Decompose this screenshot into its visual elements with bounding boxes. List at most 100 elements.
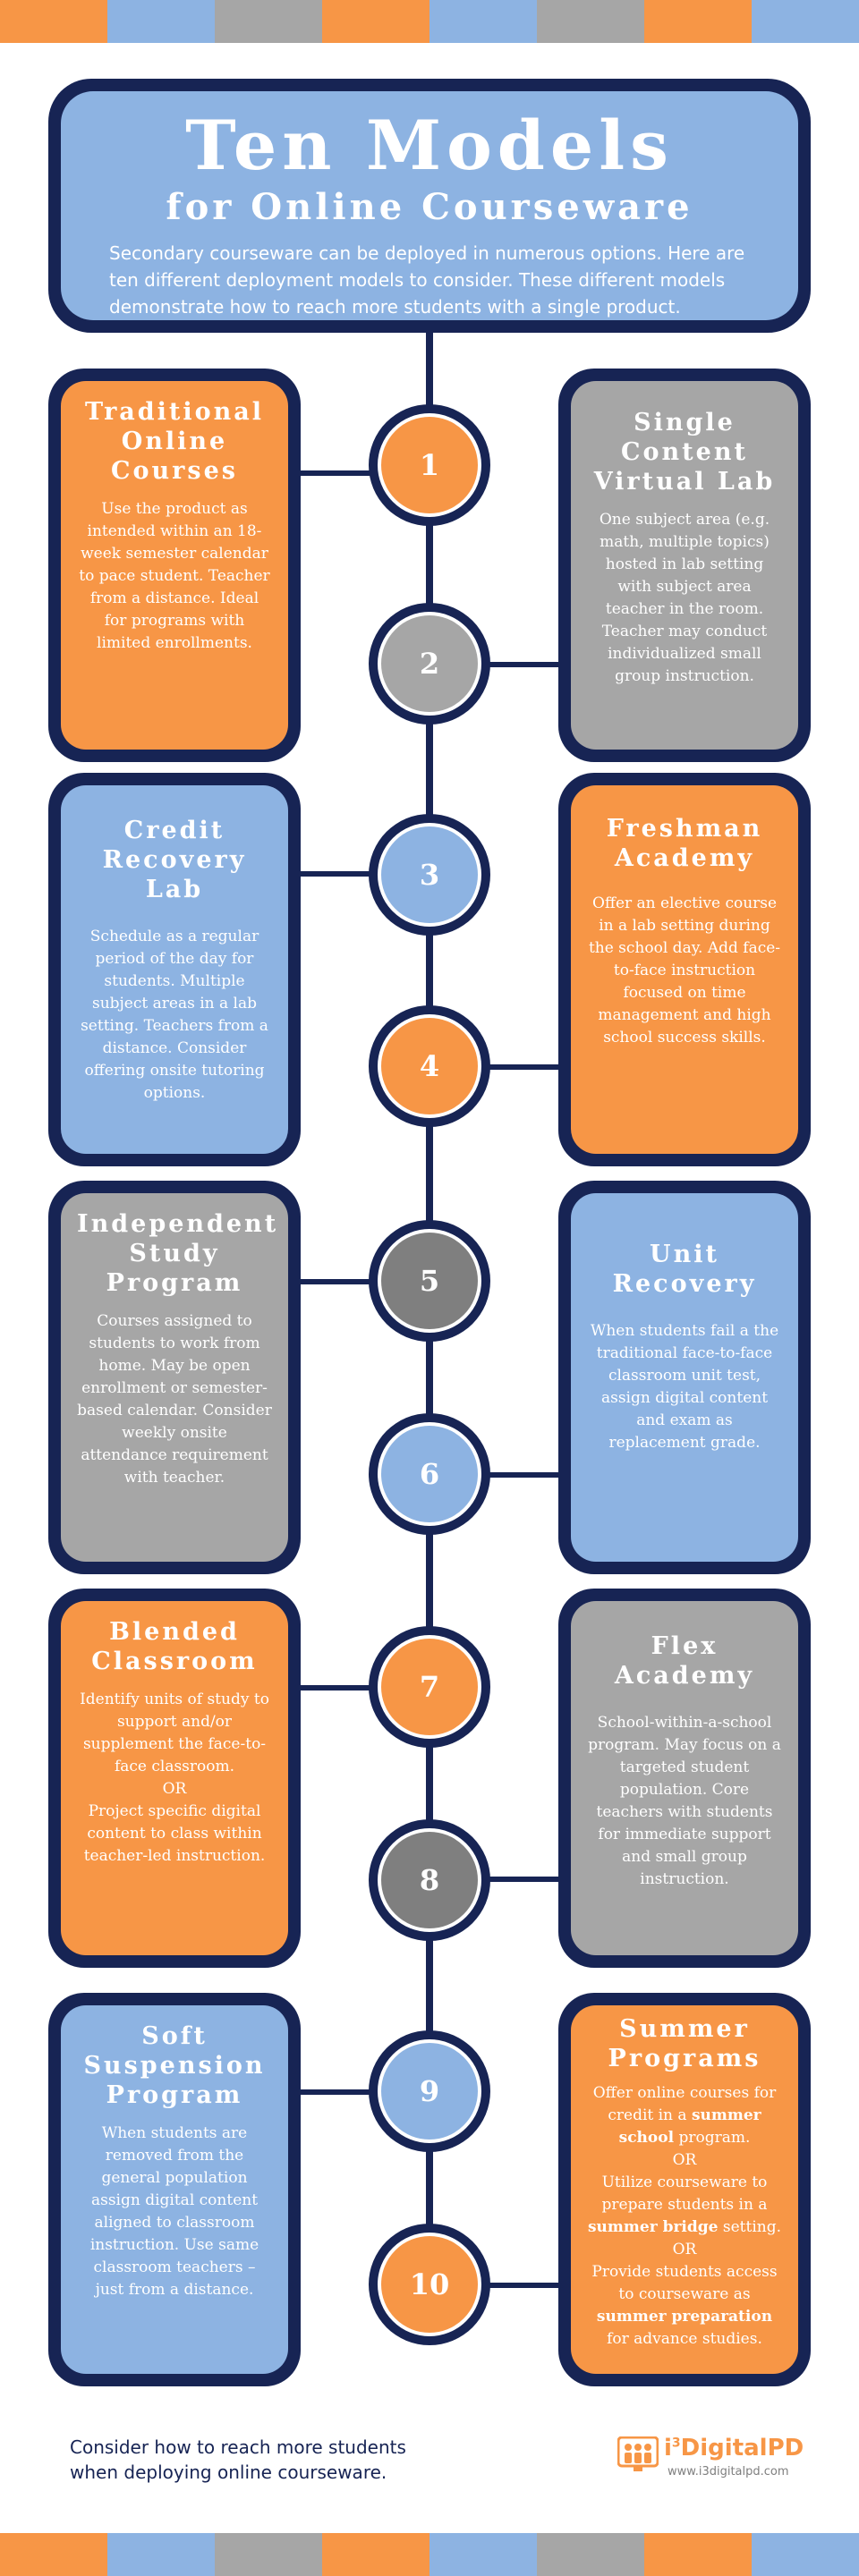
model-number-badge-9: 9 [369,2030,490,2152]
stripe-segment [322,2533,430,2576]
page-subtitle: for Online Courseware [166,186,693,228]
logo-wordmark: i3DigitalPD [664,2435,804,2462]
model-description: Offer an elective course in a lab settin… [588,894,781,1046]
connector-line [481,1472,571,1478]
model-card-inner: Traditional Online Courses Use the produ… [61,381,288,750]
model-description: When students fail a the traditional fac… [590,1322,779,1452]
model-description: Courses assigned to students to work fro… [77,1312,272,1487]
stripe-segment [752,2533,859,2576]
model-number-badge-8: 8 [369,1819,490,1941]
model-card-inner: Freshman Academy Offer an elective cours… [571,785,798,1154]
model-card-summer-programs: Summer Programs Offer online courses for… [558,1993,811,2386]
model-number: 8 [378,1828,481,1932]
model-number: 3 [378,823,481,927]
connector-line [288,2089,378,2095]
page-title: Ten Models [185,106,674,185]
model-number: 10 [378,2233,481,2336]
stripe-segment [107,2533,215,2576]
or-separator: OR [672,2151,697,2169]
stripe-segment [644,0,752,43]
stripe-segment [215,2533,322,2576]
model-number: 7 [378,1635,481,1739]
model-card-blended-classroom: Blended Classroom Identify units of stud… [48,1589,301,1968]
model-card-inner: Credit Recovery Lab Schedule as a regula… [61,785,288,1154]
model-card-soft-suspension-program: Soft Suspension Program When students ar… [48,1993,301,2386]
stripe-segment [537,0,644,43]
model-number-badge-1: 1 [369,404,490,526]
model-title: Unit Recovery [612,1241,757,1298]
people-group-icon [617,2436,659,2471]
model-description: Identify units of study to support and/o… [77,1689,272,1868]
model-number-badge-5: 5 [369,1220,490,1342]
model-number-badge-10: 10 [369,2224,490,2345]
summer-preparation-text: Provide students access to courseware as… [591,2263,778,2348]
model-number-badge-2: 2 [369,603,490,724]
intro-paragraph: Secondary courseware can be deployed in … [109,242,745,318]
model-description: School-within-a-school program. May focu… [588,1714,781,1888]
model-card-traditional-online-courses: Traditional Online Courses Use the produ… [48,369,301,762]
model-description: When students are removed from the gener… [89,2124,259,2299]
stripe-segment [107,0,215,43]
model-title: Flex Academy [614,1632,755,1690]
model-title: Single Content Virtual Lab [593,409,776,496]
model-card-inner: Summer Programs Offer online courses for… [571,2005,798,2374]
model-description: Use the product as intended within an 18… [79,500,270,652]
model-card-inner: Single Content Virtual Lab One subject a… [571,381,798,750]
connector-line [288,1279,378,1284]
header-panel: Ten Models for Online Courseware Seconda… [48,79,811,333]
connector-line [481,1064,571,1070]
connector-line [288,1685,378,1690]
connector-line [481,1877,571,1882]
model-description-part: Project specific digital content to clas… [83,1802,266,1865]
model-number: 2 [378,612,481,716]
model-card-unit-recovery: Unit Recovery When students fail a the t… [558,1181,811,1574]
model-title: Blended Classroom [91,1618,258,1675]
model-title: Summer Programs [608,2015,761,2072]
model-description: Schedule as a regular period of the day … [81,928,268,1102]
model-title: Traditional Online Courses [84,398,265,485]
or-separator: OR [672,2241,697,2258]
model-card-freshman-academy: Freshman Academy Offer an elective cours… [558,773,811,1166]
header-panel-inner: Ten Models for Online Courseware Seconda… [61,91,798,320]
model-card-inner: Unit Recovery When students fail a the t… [571,1193,798,1562]
stripe-segment [430,0,537,43]
stripe-segment [430,2533,537,2576]
model-title: Soft Suspension Program [83,2022,266,2109]
model-number-badge-7: 7 [369,1626,490,1748]
model-number: 6 [378,1422,481,1526]
stripe-segment [537,2533,644,2576]
connector-line [288,871,378,877]
model-number-badge-6: 6 [369,1413,490,1535]
model-number: 5 [378,1229,481,1333]
model-card-inner: Blended Classroom Identify units of stud… [61,1601,288,1955]
model-title: Freshman Academy [606,815,763,872]
model-title: Credit Recovery Lab [102,817,247,903]
brand-logo: i3DigitalPD www.i3digitalpd.com [617,2433,832,2487]
model-card-independent-study-program: Independent Study Program Courses assign… [48,1181,301,1574]
model-description-part: Identify units of study to support and/o… [80,1690,269,1775]
model-card-credit-recovery-lab: Credit Recovery Lab Schedule as a regula… [48,773,301,1166]
connector-line [288,470,378,476]
stripe-segment [0,2533,107,2576]
connector-line [481,2283,571,2288]
model-description: One subject area (e.g. math, multiple to… [599,511,770,685]
stripe-segment [0,0,107,43]
model-number: 4 [378,1014,481,1118]
stripe-segment [215,0,322,43]
footer-message: Consider how to reach more students when… [70,2436,406,2483]
bottom-color-stripe [0,2533,859,2576]
logo-url: www.i3digitalpd.com [668,2465,789,2479]
stripe-segment [644,2533,752,2576]
model-description: Offer online courses for credit in a sum… [587,2082,782,2351]
top-color-stripe [0,0,859,43]
model-number: 9 [378,2039,481,2143]
model-title: Independent Study Program [77,1210,279,1297]
model-card-inner: Soft Suspension Program When students ar… [61,2005,288,2374]
or-separator: OR [162,1780,187,1798]
summer-bridge-text: Utilize courseware to prepare students i… [587,2174,782,2236]
summer-school-text: Offer online courses for credit in a sum… [592,2084,777,2147]
connector-line [481,662,571,667]
stripe-segment [752,0,859,43]
model-card-flex-academy: Flex Academy School-within-a-school prog… [558,1589,811,1968]
model-card-single-content-virtual-lab: Single Content Virtual Lab One subject a… [558,369,811,762]
